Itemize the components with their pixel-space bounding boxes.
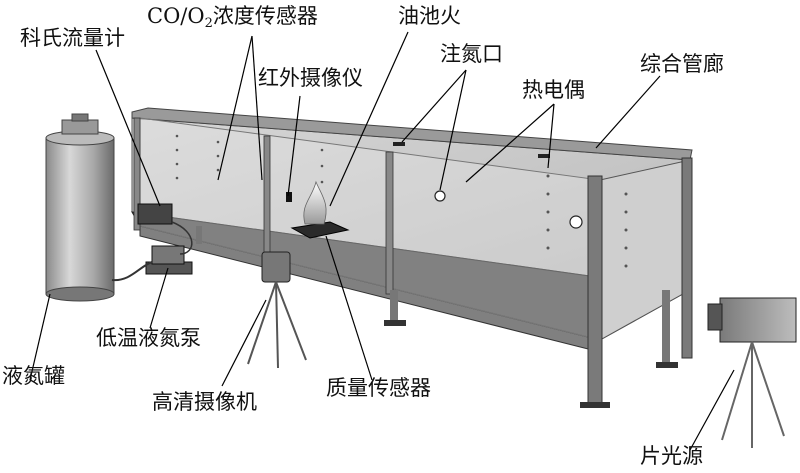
hose [111, 261, 153, 282]
leader-nitrogen-1 [401, 69, 467, 143]
label-nitrogen-inlet: 注氮口 [440, 42, 503, 66]
leader-lines [29, 31, 735, 451]
hd-camera [247, 251, 307, 369]
base-plate-front [580, 402, 610, 408]
label-thermocouple: 热电偶 [522, 78, 585, 102]
label-flowmeter: 科氏流量计 [20, 26, 125, 50]
label-gas-sensor: CO/O2浓度传感器 [147, 4, 318, 31]
label-gas-sensor-suffix: 浓度传感器 [212, 4, 318, 28]
post-back-right [681, 157, 693, 359]
tunnel-end-wall [599, 159, 691, 341]
sensor-holes [175, 134, 628, 268]
label-mass-sensor: 质量传感器 [326, 376, 431, 400]
pool-fire-assembly [286, 180, 350, 239]
light-source-body [719, 297, 797, 343]
leader-flowmeter [95, 49, 161, 207]
label-cryo-pump: 低温液氮泵 [96, 326, 201, 350]
leader-pool-fire [329, 31, 409, 207]
base-plate-back [656, 362, 678, 368]
label-light-source: 片光源 [640, 444, 703, 468]
leg-3 [662, 290, 670, 366]
leader-gas-sensor-2 [251, 35, 263, 181]
sheet-light-source [707, 297, 797, 448]
post-left [133, 117, 141, 231]
label-pool-fire: 油池火 [398, 4, 461, 28]
leader-nitrogen-2 [439, 69, 467, 191]
label-infrared-camera: 红外摄像仪 [258, 66, 363, 90]
flame-icon [303, 180, 327, 225]
tank-bottom [45, 286, 115, 302]
hose-2 [171, 221, 193, 255]
label-gas-sensor-prefix: CO/O [147, 4, 205, 28]
nitrogen-inlet-hole-1 [434, 190, 446, 202]
light-source-lens [707, 303, 723, 331]
base-plate-2 [384, 320, 406, 326]
flowmeter-body [137, 203, 173, 225]
leader-pump [149, 267, 169, 329]
post-mid-1 [263, 135, 271, 257]
hd-camera-head [261, 251, 291, 283]
flow-equipment [111, 203, 193, 282]
leader-thermo-2 [547, 103, 555, 169]
leader-tunnel [595, 75, 661, 149]
leader-mass [325, 235, 373, 381]
nitrogen-inlet-hole-2 [569, 215, 583, 229]
top-marker-1 [393, 142, 405, 146]
label-utility-tunnel: 综合管廊 [640, 52, 724, 76]
leader-infrared [287, 95, 301, 197]
leader-gas-sensor [217, 35, 253, 181]
pump-body [151, 245, 185, 265]
leader-tank [29, 293, 51, 381]
tank-cap [71, 113, 89, 122]
post-mid-2 [385, 151, 394, 295]
leader-hd-camera [221, 299, 267, 387]
leader-light [689, 369, 735, 451]
top-marker-2 [538, 154, 550, 158]
post-front-right [587, 175, 603, 405]
label-ln2-tank: 液氮罐 [2, 364, 65, 388]
ln2-tank [45, 113, 115, 302]
leader-thermo-1 [465, 103, 555, 183]
tank-body [45, 137, 115, 295]
utility-tunnel [131, 107, 693, 408]
label-gas-sensor-subscript: 2 [204, 16, 213, 31]
tank-valve [61, 119, 99, 135]
leg-1 [196, 226, 202, 244]
label-hd-camera: 高清摄像机 [152, 390, 257, 414]
infrared-camera-body [286, 192, 292, 202]
leg-2 [390, 290, 398, 324]
tunnel-top-frame [131, 107, 693, 161]
